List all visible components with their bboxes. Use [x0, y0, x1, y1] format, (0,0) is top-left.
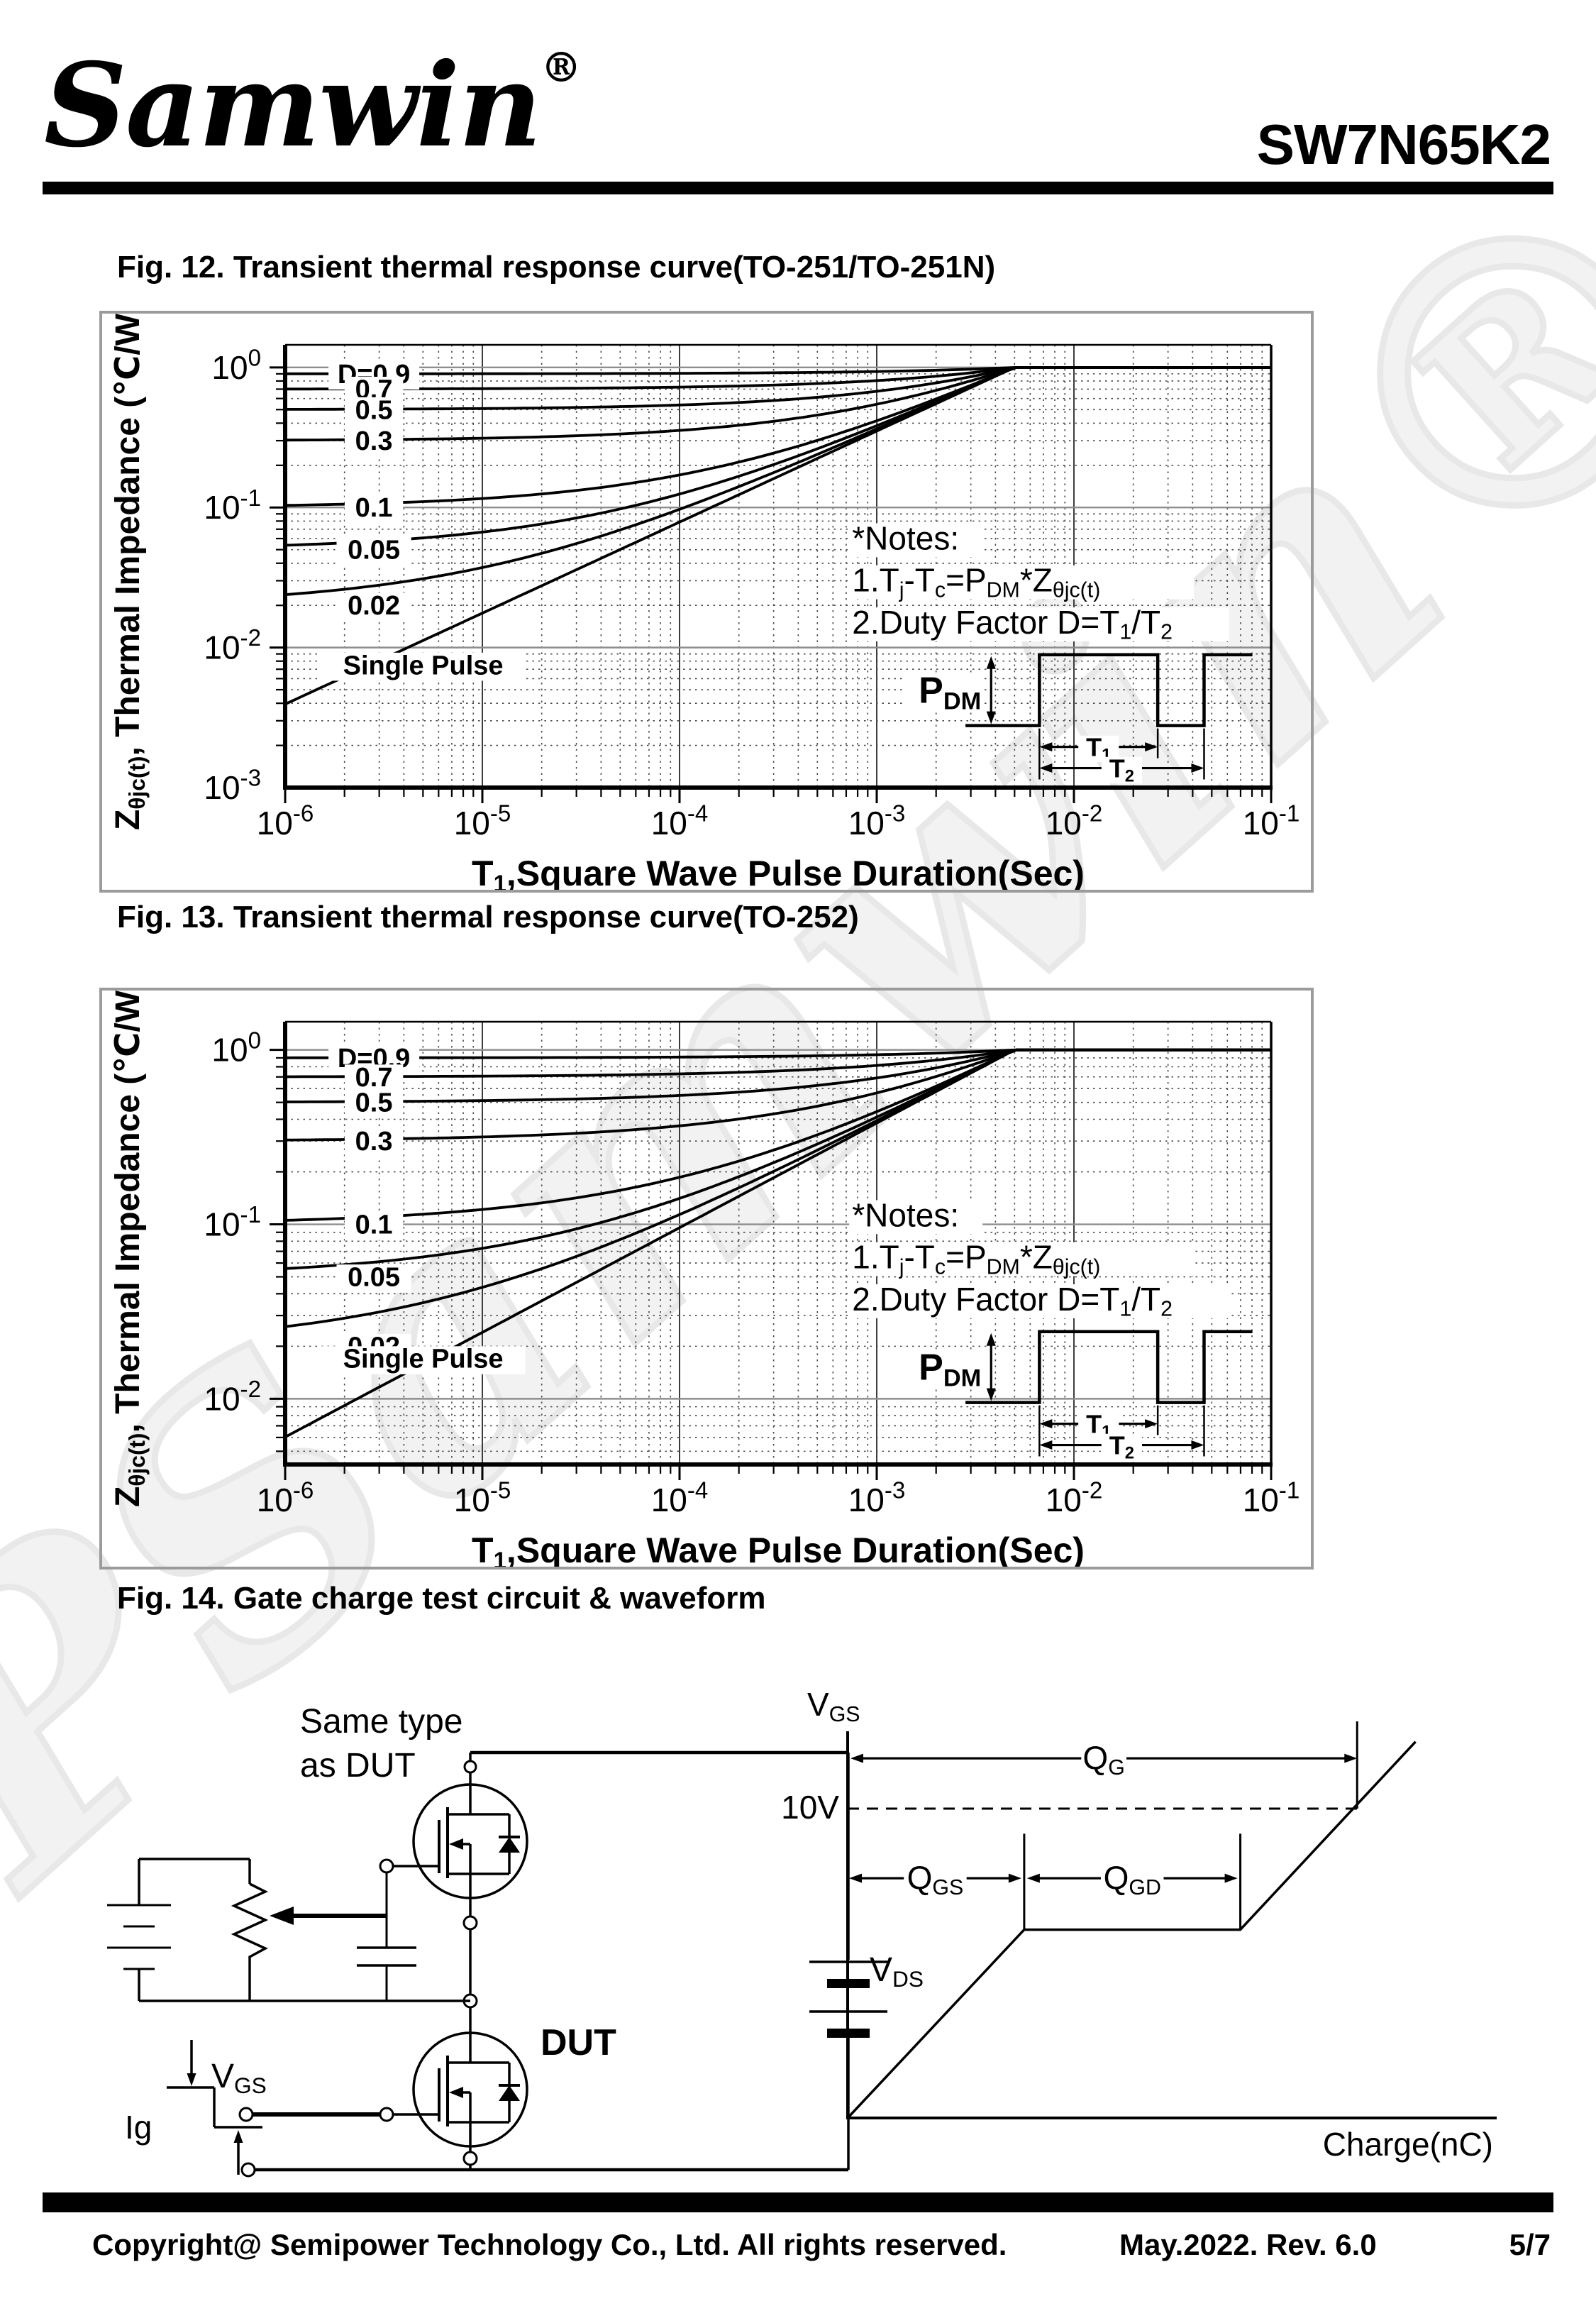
x-tick-label: 10-6	[257, 1478, 314, 1518]
svg-text:QGD: QGD	[1104, 1859, 1161, 1899]
brand-logo: Samwin®	[44, 34, 582, 178]
x-tick-label: 10-5	[454, 1478, 511, 1518]
y-tick-label: 10-1	[204, 485, 261, 526]
waveform-x-axis-label: Charge(nC)	[1323, 2126, 1493, 2163]
curve-label: 0.3	[355, 426, 393, 456]
curve-D-0.3	[284, 366, 1271, 442]
registered-trademark-icon: ®	[541, 43, 582, 92]
waveform-y-axis-label: VGS	[807, 1686, 860, 1726]
curve-D-0.3	[284, 1048, 1271, 1142]
curve-label-single-pulse: Single Pulse	[343, 1345, 504, 1374]
note-line: *Notes:	[852, 519, 959, 556]
curves	[284, 366, 1271, 706]
curve-D-0.05	[284, 1048, 1271, 1270]
svg-text:QGS: QGS	[907, 1859, 964, 1899]
curve-label: 0.1	[355, 1210, 393, 1240]
curve-D-0.05	[284, 366, 1271, 547]
curve-single-pulse	[284, 366, 1271, 706]
gate-charge-waveform-plot: VGS Charge(nC) 10V QG QGS QGD	[781, 1686, 1497, 2163]
notes: *Notes: 1.Tj-Tc=PDM*Zθjc(t)2.Duty Factor …	[849, 519, 1229, 644]
ig-label: Ig	[125, 2109, 152, 2146]
figure-13-title: Fig. 13. Transient thermal response curv…	[117, 900, 859, 934]
x-tick-label: 10-6	[257, 801, 314, 842]
svg-text:QG: QG	[1082, 1739, 1124, 1780]
x-tick-label: 10-1	[1243, 1478, 1300, 1518]
notes: *Notes: 1.Tj-Tc=PDM*Zθjc(t)2.Duty Factor …	[849, 1196, 1229, 1321]
inset-pdm-label: PDM	[919, 1347, 981, 1392]
footer-revision: May.2022. Rev. 6.0	[1119, 2228, 1377, 2261]
dut-label: DUT	[541, 2022, 616, 2063]
curve-label-single-pulse: Single Pulse	[343, 651, 504, 680]
note-line: 1.Tj-Tc=PDM*Zθjc(t)	[852, 562, 1100, 602]
curve-label: 0.5	[355, 395, 393, 425]
curve-D-0.7	[285, 1048, 1271, 1078]
note-line: 1.Tj-Tc=PDM*Zθjc(t)	[852, 1239, 1100, 1279]
x-tick-label: 10-5	[454, 801, 511, 842]
x-tick-label: 10-3	[848, 1478, 906, 1518]
y-tick-label: 100	[211, 345, 261, 385]
driver-label-1: Same type	[300, 1703, 462, 1740]
note-line: 2.Duty Factor D=T1/T2	[852, 604, 1173, 644]
gate-charge-test-circuit: VDS Same type as DUT DUT VGS Ig	[107, 1703, 924, 2178]
x-tick-label: 10-1	[1243, 801, 1300, 842]
x-tick-label: 10-2	[1046, 1478, 1103, 1518]
svg-text:T2: T2	[1109, 754, 1134, 786]
curve-label: 0.05	[348, 1263, 400, 1293]
curve-label: 0.3	[355, 1127, 393, 1157]
curve-label: 0.02	[348, 591, 400, 621]
curve-label: 0.7	[355, 1063, 393, 1093]
y-tick-label: 10-1	[204, 1202, 261, 1242]
x-tick-label: 10-4	[651, 801, 709, 842]
thermal-chart-to252: 100 10-1 10-2 10-6 10-5 10-4 10-3 10-2 10-1T1,Sq…	[109, 991, 1300, 1567]
y-axis-title: Zθjc(t), Thermal Impedance (℃/W)	[109, 314, 150, 830]
curve-label: 0.05	[348, 536, 400, 566]
part-number: SW7N65K2	[1256, 113, 1551, 176]
waveform: VGS Charge(nC) 10V QG QGS QGD	[781, 1686, 1497, 2163]
footer-divider	[43, 2192, 1553, 2212]
x-axis-title: T1,Square Wave Pulse Duration(Sec)	[472, 1530, 1085, 1567]
vgs-curve	[846, 1740, 1417, 2119]
header-divider	[43, 182, 1553, 194]
y-tick-label: 10-2	[204, 625, 261, 666]
ref-10v-label: 10V	[781, 1789, 839, 1826]
y-tick-label: 10-2	[204, 1377, 261, 1417]
x-tick-label: 10-3	[848, 801, 906, 842]
axes	[283, 1020, 1273, 1467]
brand-name: Samwin	[44, 38, 542, 173]
x-tick-label: 10-4	[651, 1478, 709, 1518]
curve-label: 0.1	[355, 493, 393, 523]
curve-label: 0.5	[355, 1088, 393, 1118]
x-tick-label: 10-2	[1046, 801, 1103, 842]
axes	[283, 343, 1273, 790]
x-axis-title: T1,Square Wave Pulse Duration(Sec)	[472, 854, 1085, 890]
y-tick-label: 100	[211, 1027, 261, 1068]
driver-label-2: as DUT	[300, 1747, 416, 1784]
vgs-label: VGS	[211, 2058, 267, 2098]
footer-copyright: Copyright@ Semipower Technology Co., Ltd…	[92, 2228, 1007, 2261]
svg-text:T2: T2	[1109, 1431, 1134, 1463]
y-axis-title: Zθjc(t), Thermal Impedance (℃/W)	[109, 991, 150, 1507]
y-tick-label: 10-3	[204, 766, 261, 806]
curve-D-0.7	[285, 366, 1271, 391]
curves	[284, 1048, 1271, 1438]
footer-page-number: 5/7	[1509, 2228, 1551, 2261]
vds-label: VDS	[870, 1951, 924, 1992]
figure-12-title: Fig. 12. Transient thermal response curv…	[117, 250, 996, 285]
circuit: VDS Same type as DUT DUT VGS Ig	[107, 1703, 924, 2178]
note-line: *Notes:	[852, 1196, 959, 1233]
inset-pdm-label: PDM	[919, 671, 981, 715]
figure-14-title: Fig. 14. Gate charge test circuit & wave…	[117, 1581, 766, 1616]
note-line: 2.Duty Factor D=T1/T2	[852, 1281, 1173, 1321]
